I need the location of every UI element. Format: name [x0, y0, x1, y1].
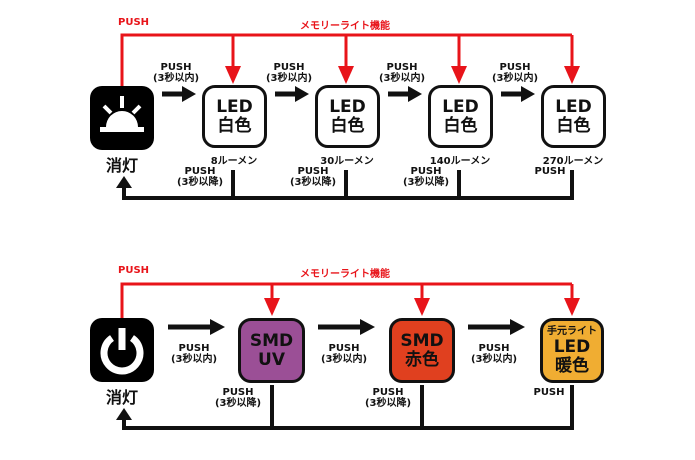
state-box-led-white-140lm: LED 白色 [428, 85, 493, 148]
lumen-label: 8ルーメン [210, 156, 258, 167]
box-top-line: 手元ライト [547, 326, 597, 337]
push-text: PUSH [410, 166, 442, 177]
condition-text: (3秒以内) [470, 354, 518, 365]
bottom-memory-arrowheads [264, 298, 580, 316]
state-box-smd-red: SMD 赤色 [389, 318, 455, 383]
top-return-label: PUSH (3秒以降) [283, 166, 343, 188]
push-text: PUSH [533, 387, 565, 398]
bottom-return-label: PUSH (3秒以降) [357, 387, 419, 409]
condition-text: (3秒以降) [402, 177, 450, 188]
box-line1: LED [216, 96, 253, 117]
box-line2: 白色 [443, 115, 478, 136]
bottom-off-label: 消灯 [105, 388, 138, 407]
top-return-label: PUSH (3秒以降) [396, 166, 456, 188]
push-text: PUSH [478, 343, 510, 354]
box-line2: 赤色 [405, 349, 439, 370]
box-line1: LED [442, 96, 479, 117]
bottom-return-label: PUSH (3秒以降) [207, 387, 269, 409]
box-line2: 白色 [217, 115, 252, 136]
condition-text: (3秒以内) [491, 73, 539, 84]
box-line1: SMD [400, 330, 444, 351]
box-line1: LED [553, 337, 591, 357]
memory-arrowhead [264, 298, 280, 316]
push-text: PUSH [534, 166, 566, 177]
push-text: PUSH [184, 166, 216, 177]
state-box-led-white-270lm: LED 白色 [541, 85, 606, 148]
top-memory-arrowheads [225, 66, 580, 84]
sunrise-icon [90, 86, 154, 150]
condition-text: (3秒以降) [214, 398, 262, 409]
state-box-led-white-8lm: LED 白色 [202, 85, 267, 148]
box-line1: SMD [249, 330, 294, 351]
box-line2: UV [258, 349, 285, 370]
push-text: PUSH [372, 387, 404, 398]
bottom-memory-line [120, 282, 574, 318]
top-memory-function-label: メモリーライト機能 [300, 21, 390, 32]
lumen-label: 30ルーメン [320, 156, 374, 167]
box-line2: 暖色 [555, 356, 589, 376]
top-forward-label: PUSH (3秒以内) [259, 62, 319, 84]
memory-arrowhead [564, 66, 580, 84]
top-return-label: PUSH (3秒以降) [170, 166, 230, 188]
push-text: PUSH [178, 343, 210, 354]
condition-text: (3秒以内) [320, 354, 368, 365]
state-box-smd-uv: SMD UV [238, 318, 305, 383]
top-forward-arrows [162, 86, 535, 102]
power-icon [90, 318, 154, 382]
condition-text: (3秒以内) [378, 73, 426, 84]
push-text: PUSH [328, 343, 360, 354]
memory-arrowhead [414, 298, 430, 316]
box-line1: LED [555, 96, 592, 117]
top-return-line [122, 170, 574, 200]
memory-arrowhead [225, 66, 241, 84]
top-forward-label: PUSH (3秒以内) [146, 62, 206, 84]
condition-text: (3秒以内) [152, 73, 200, 84]
lumen-label: 270ルーメン [542, 156, 604, 167]
bottom-memory-push-label: PUSH [118, 265, 150, 276]
top-memory-line [120, 33, 574, 87]
bottom-return-line [122, 385, 574, 430]
condition-text: (3秒以降) [289, 177, 337, 188]
bottom-forward-label: PUSH (3秒以内) [313, 343, 375, 365]
box-line2: 白色 [330, 115, 365, 136]
state-box-hand-light-warm: 手元ライト LED 暖色 [540, 318, 604, 383]
top-return-arrowhead [116, 176, 132, 188]
push-text: PUSH [499, 62, 531, 73]
box-line1: LED [329, 96, 366, 117]
bottom-memory-function-label: メモリーライト機能 [300, 269, 390, 280]
lumen-label: 140ルーメン [429, 156, 491, 167]
push-text: PUSH [160, 62, 192, 73]
bottom-forward-label: PUSH (3秒以内) [163, 343, 225, 365]
box-line2: 白色 [556, 115, 591, 136]
top-memory-push-label: PUSH [118, 17, 150, 28]
top-forward-label: PUSH (3秒以内) [485, 62, 545, 84]
bottom-forward-label: PUSH (3秒以内) [463, 343, 525, 365]
memory-arrowhead [564, 298, 580, 316]
bottom-forward-arrows [168, 319, 525, 335]
bottom-return-label: PUSH [531, 387, 567, 398]
condition-text: (3秒以降) [176, 177, 224, 188]
push-text: PUSH [386, 62, 418, 73]
top-off-label: 消灯 [105, 156, 138, 175]
top-return-label: PUSH [532, 166, 568, 177]
condition-text: (3秒以降) [364, 398, 412, 409]
condition-text: (3秒以内) [265, 73, 313, 84]
memory-arrowhead [451, 66, 467, 84]
condition-text: (3秒以内) [170, 354, 218, 365]
push-text: PUSH [222, 387, 254, 398]
memory-arrowhead [338, 66, 354, 84]
top-forward-label: PUSH (3秒以内) [372, 62, 432, 84]
push-text: PUSH [297, 166, 329, 177]
bottom-return-arrowhead [116, 408, 132, 420]
state-box-led-white-30lm: LED 白色 [315, 85, 380, 148]
push-text: PUSH [273, 62, 305, 73]
